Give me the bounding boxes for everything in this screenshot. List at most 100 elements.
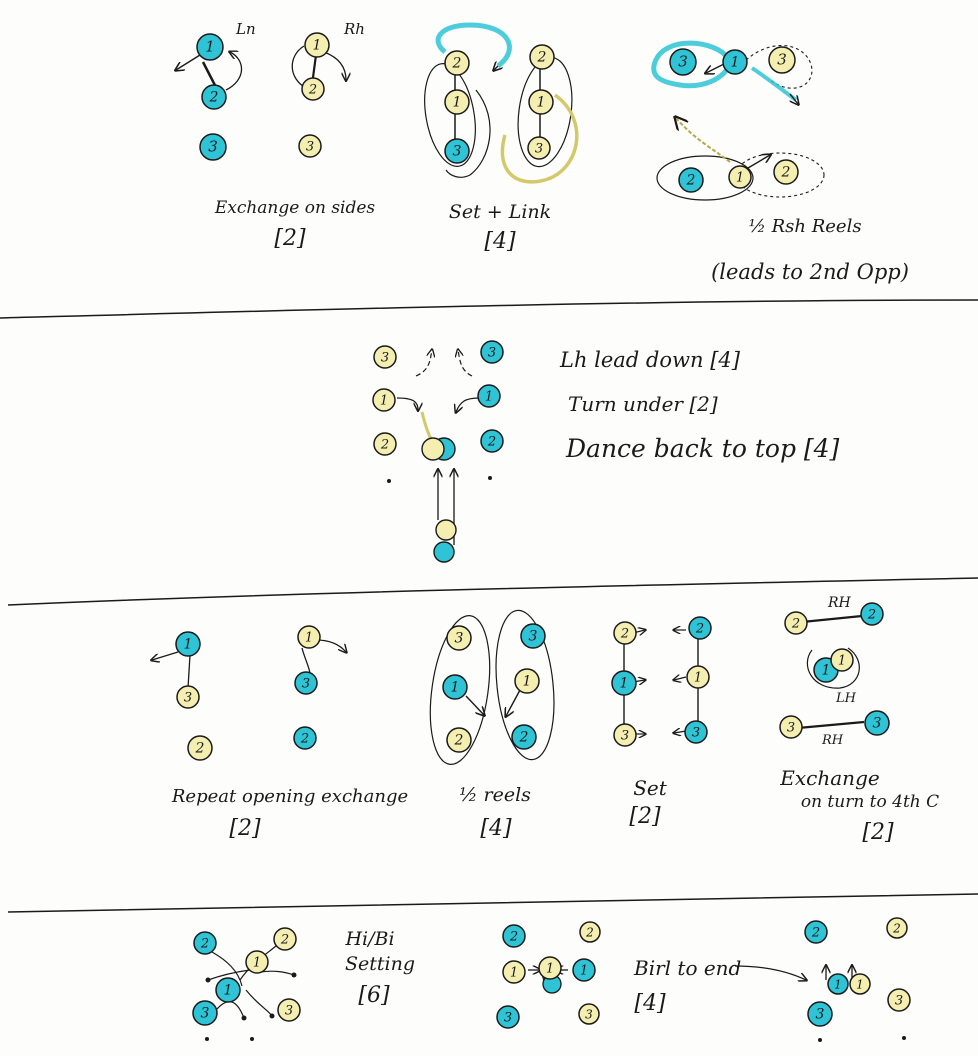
dancer-2-man: 2: [293, 726, 317, 750]
dancer-2-lady: 2: [301, 77, 325, 101]
dancer-1-man: 1: [175, 631, 201, 657]
dancer-circle: [678, 167, 704, 193]
birl-bars: [4]: [634, 991, 666, 1016]
dancer-number: 1: [731, 55, 740, 71]
dancer-1-man: 1: [827, 973, 849, 995]
dancer-circle: [520, 623, 546, 649]
section-divider: [7, 893, 978, 913]
repeat-exchange-caption: Repeat opening exchange: [171, 786, 409, 807]
dancer-circle: [480, 340, 504, 364]
dancer-number: 1: [736, 171, 744, 186]
dancer-circle: [538, 956, 562, 980]
dancer-number: 2: [537, 50, 547, 66]
dancer-2-man: 2: [511, 724, 537, 750]
dancer-2-lady: 2: [613, 621, 637, 645]
dancer-number: 2: [791, 617, 800, 632]
dancer-1-lady: 1: [849, 973, 871, 995]
dancer-1-man: 1: [196, 33, 224, 61]
dancer-circle: [611, 670, 637, 696]
dancer-1-lady: 1: [514, 668, 540, 694]
section-divider: [0, 299, 978, 319]
dancer-3-man: 3: [444, 138, 470, 164]
dancer-2-man: 2: [480, 429, 504, 453]
dancer-1-man: 1: [611, 670, 637, 696]
dancer-number: 3: [488, 346, 496, 361]
turn-under-text: Turn under [2]: [568, 392, 718, 416]
lh-label: LH: [836, 691, 856, 706]
dancer-circle: [887, 988, 911, 1012]
dancer-3-man: 3: [192, 1000, 218, 1026]
dancer-circle: [827, 973, 849, 995]
dancer-circle: [684, 720, 708, 744]
exchange-turn-bars: [2]: [862, 820, 894, 845]
dancer-circle: [804, 920, 828, 944]
dancer-1-man: 1: [477, 384, 501, 408]
dancer-2-man: 2: [193, 931, 217, 955]
dancer-circle: [886, 917, 908, 939]
dancer-circle: [572, 958, 596, 982]
dancer-3-man: 3: [496, 1005, 520, 1029]
dancer-3-man: 3: [520, 623, 546, 649]
dancer-circle: [579, 921, 601, 943]
dancer-circle: [215, 977, 241, 1003]
dancer-number: 3: [678, 53, 688, 71]
dancer-circle: [722, 49, 748, 75]
dancer-1-lady: 1: [297, 625, 321, 649]
dancer-circle: [502, 960, 526, 984]
rh-label-top: RH: [828, 595, 851, 611]
dancer-3-lady: 3: [176, 685, 200, 709]
dancer-circle: [192, 1000, 218, 1026]
dancer-circle: [688, 616, 712, 640]
dancer-number: 1: [305, 631, 313, 646]
dancer-circle: [444, 50, 470, 76]
dancer-number: 3: [381, 351, 389, 366]
dancer-2-man: 2: [804, 920, 828, 944]
dancer-2-man: 2: [201, 84, 227, 110]
dancer-number: 3: [208, 138, 218, 156]
dancer-circle: [277, 998, 301, 1022]
dancer-3-lady: 3: [373, 345, 397, 369]
dancer-number: 1: [822, 663, 831, 679]
dancer-number: 3: [453, 144, 462, 160]
exchange-bars: [2]: [274, 226, 306, 251]
dancer-3-lady: 3: [527, 136, 551, 160]
dancer-number: 3: [621, 729, 629, 744]
exchange-caption: Exchange on sides: [214, 198, 376, 218]
dancer-number: 1: [834, 978, 842, 992]
dancer-number: 3: [777, 51, 787, 69]
dancer-number: 2: [509, 930, 518, 945]
dancer-number: 1: [453, 95, 462, 111]
dancer-number: 3: [585, 1008, 593, 1022]
dancer-number: 2: [280, 933, 289, 948]
half-reels-diagram-2: [429, 609, 555, 765]
dancer-number: 3: [306, 140, 314, 155]
dancer-number: 3: [201, 1006, 210, 1022]
dancer-number: 1: [205, 38, 215, 56]
dancer-number: 3: [692, 726, 700, 741]
dancer-number: 3: [504, 1011, 512, 1026]
dancer-2-lady: 2: [886, 917, 908, 939]
dancer-1-lady: 1: [502, 960, 526, 984]
dancer-circle: [669, 48, 697, 76]
dancer-circle: [784, 611, 808, 635]
birl-caption: Birl to end: [634, 956, 742, 980]
dancer-circle: [773, 159, 799, 185]
dancer-circle: [201, 84, 227, 110]
dancer-2-lady: 2: [273, 927, 297, 951]
dancer-number: 2: [380, 438, 389, 453]
dancer-number: 2: [620, 627, 629, 642]
dancer-circle: [860, 602, 884, 626]
dancer-circle: [301, 77, 325, 101]
dancer-1-man: 1: [215, 977, 241, 1003]
dancer-number: 2: [452, 56, 462, 72]
dancer-number: 2: [892, 922, 901, 936]
dancer-number: 3: [895, 994, 903, 1009]
dancer-1-man: 1: [442, 674, 468, 700]
dancer-2-lady: 2: [187, 735, 213, 761]
dancer-number: 2: [585, 926, 594, 940]
dancer-number: 3: [455, 631, 464, 647]
dancer-1-lady: 1: [245, 950, 269, 974]
repeat-exchange-bars: [2]: [229, 816, 261, 841]
half-reels-note: (leads to 2nd Opp): [711, 260, 909, 284]
